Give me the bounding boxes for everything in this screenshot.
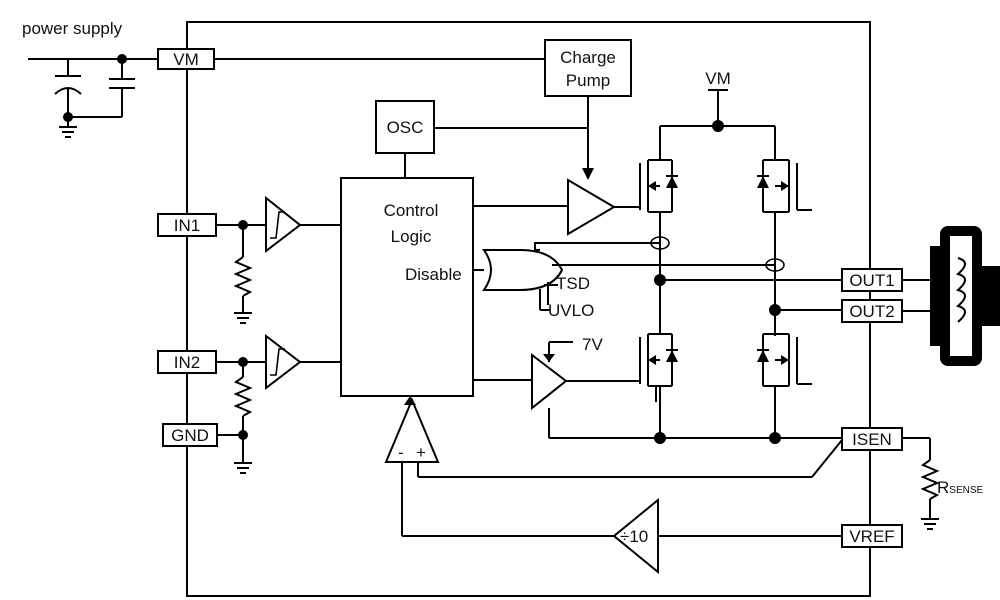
control-logic-block (340, 177, 474, 397)
chip-outline (186, 21, 871, 597)
pin-gnd-label: GND (171, 426, 209, 445)
osc-label: OSC (387, 118, 424, 137)
in2-schmitt-buffer (265, 333, 302, 391)
right-low-side-mosfet (757, 333, 812, 438)
left-low-side-mosfet (639, 266, 678, 438)
pin-out2-label: OUT2 (849, 302, 894, 321)
rsense-label-main: R (937, 478, 949, 497)
power-supply-network (28, 54, 158, 138)
pin-vref (841, 524, 903, 548)
left-high-side-mosfet (639, 159, 678, 266)
lower-gate-driver (531, 352, 568, 411)
out1-current-sense-loop (650, 236, 670, 250)
motor-icon (930, 226, 1000, 366)
uvlo-label: UVLO (548, 301, 594, 320)
in1-pulldown-resistor (233, 225, 253, 324)
rsense-label: RSENSE (937, 478, 984, 497)
pin-isen-label: ISEN (852, 430, 892, 449)
power-supply-label: power supply (22, 19, 123, 38)
upper-gate-driver (567, 178, 616, 236)
charge-pump-label-1: Charge (560, 48, 616, 67)
in1-schmitt-buffer (265, 195, 302, 254)
vm-rail-label: VM (705, 69, 731, 88)
tsd-label: TSD (556, 274, 590, 293)
rsense-label-sub: SENSE (949, 485, 983, 496)
comparator-plus: + (416, 443, 426, 462)
pin-in1-label: IN1 (174, 216, 200, 235)
control-logic-label-2: Logic (391, 227, 432, 246)
comparator-minus: - (398, 443, 404, 462)
in2-pulldown-resistor (233, 362, 253, 474)
out2-current-sense-loop (765, 258, 785, 272)
disable-label: Disable (405, 265, 462, 284)
pin-in2-label: IN2 (174, 353, 200, 372)
osc-block (375, 100, 435, 154)
current-comparator (384, 397, 440, 463)
rsense-resistor (902, 437, 940, 530)
charge-pump-arrow (582, 168, 594, 180)
pin-vref-label: VREF (849, 527, 894, 546)
7v-label: 7V (582, 335, 603, 354)
divide-by-10-label: ÷10 (620, 527, 648, 546)
pin-out1-label: OUT1 (849, 271, 894, 290)
control-logic-label-1: Control (384, 201, 439, 220)
pin-vm-label: VM (173, 50, 199, 69)
charge-pump-label-2: Pump (566, 71, 610, 90)
